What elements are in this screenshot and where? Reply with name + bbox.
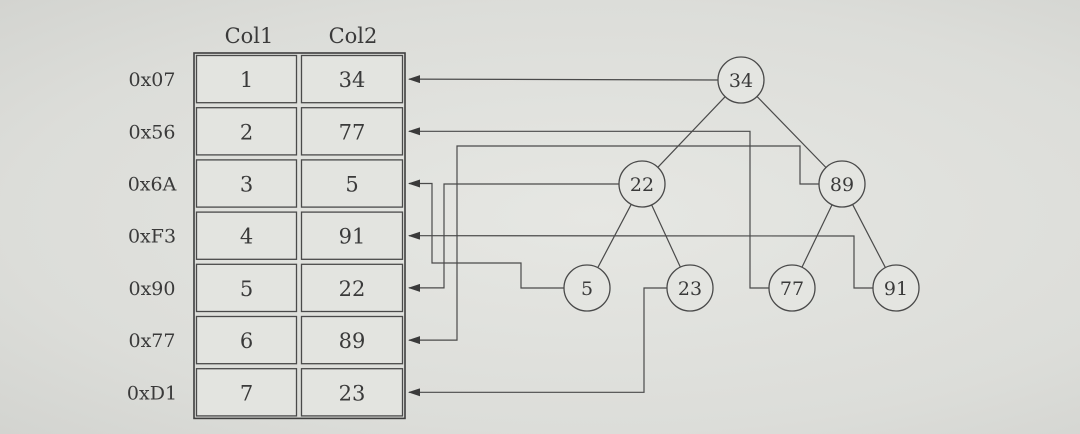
col2-cell	[300, 263, 404, 313]
pointer-91	[408, 231, 873, 289]
tree-node: 34	[717, 56, 765, 104]
node-label: 34	[729, 70, 753, 92]
col2-value: 91	[339, 225, 366, 249]
node-label: 23	[678, 278, 702, 300]
tree-edge	[801, 204, 833, 268]
pointer-77	[408, 127, 770, 289]
col1-cell	[195, 315, 298, 365]
node-label: 5	[581, 278, 593, 300]
node-circle	[563, 264, 611, 312]
col2-value: 5	[345, 173, 358, 197]
node-circle	[818, 160, 866, 208]
col2-cell	[300, 315, 404, 365]
row-address: 0x6A	[128, 174, 177, 196]
row-address: 0xD1	[127, 382, 177, 404]
col1-cell	[195, 211, 298, 260]
tree-edge	[657, 96, 726, 168]
table-outline	[193, 52, 406, 420]
col1-cell	[195, 54, 298, 104]
node-label: 77	[780, 278, 804, 300]
node-circle	[872, 264, 920, 312]
pointer-34	[408, 75, 719, 84]
node-label: 91	[884, 278, 908, 300]
row-address: 0x90	[129, 278, 176, 300]
node-circle	[618, 160, 666, 208]
col1-cell	[195, 263, 298, 313]
col1-cell	[195, 368, 298, 417]
pointer-89	[408, 145, 819, 345]
pointer-lines	[408, 75, 873, 397]
col2-cell	[300, 159, 404, 208]
tree-node: 23	[666, 264, 714, 312]
row-address: 0x56	[129, 121, 176, 143]
col2-value: 34	[339, 68, 366, 92]
row-address: 0xF3	[128, 226, 176, 248]
col1-value: 6	[240, 329, 253, 353]
tree-node: 22	[618, 160, 666, 208]
tree-nodes: 34 22 89 5 23 77 91	[563, 56, 920, 312]
tree-edges	[597, 96, 886, 268]
col2-cell	[300, 54, 404, 104]
node-label: 89	[830, 174, 854, 196]
pointer-5	[408, 179, 564, 289]
node-label: 22	[630, 174, 654, 196]
tree-edge	[597, 204, 632, 268]
data-table: 0x07 1 34 0x56 2 77 0x6A 3 5 0xF3 4 91 0x90 5 22 0x77 6 8…	[127, 52, 406, 420]
col2-value: 23	[339, 381, 366, 405]
tree-node: 77	[768, 264, 816, 312]
tree-node: 5	[563, 264, 611, 312]
col1-value: 5	[240, 277, 253, 301]
col2-cell	[300, 107, 404, 156]
node-circle	[717, 56, 765, 104]
col2-cell	[300, 211, 404, 260]
col2-value: 89	[339, 329, 366, 353]
tree-edge	[852, 204, 886, 268]
tree-edge	[756, 96, 827, 168]
col2-value: 77	[339, 120, 366, 144]
row-address: 0x07	[129, 69, 176, 91]
col1-cell	[195, 107, 298, 156]
col1-value: 4	[240, 225, 253, 249]
tree-node: 89	[818, 160, 866, 208]
row-address: 0x77	[129, 330, 176, 352]
col1-value: 2	[240, 120, 253, 144]
tree-edge	[651, 204, 681, 268]
col1-value: 3	[240, 173, 253, 197]
col2-value: 22	[339, 277, 366, 301]
tree-node: 91	[872, 264, 920, 312]
col1-value: 1	[240, 68, 253, 92]
col1-cell	[195, 159, 298, 208]
pointer-23	[408, 287, 667, 397]
col1-header: Col1	[225, 24, 274, 48]
node-circle	[768, 264, 816, 312]
node-circle	[666, 264, 714, 312]
col1-value: 7	[240, 381, 253, 405]
col2-cell	[300, 368, 404, 417]
col2-header: Col2	[329, 24, 378, 48]
